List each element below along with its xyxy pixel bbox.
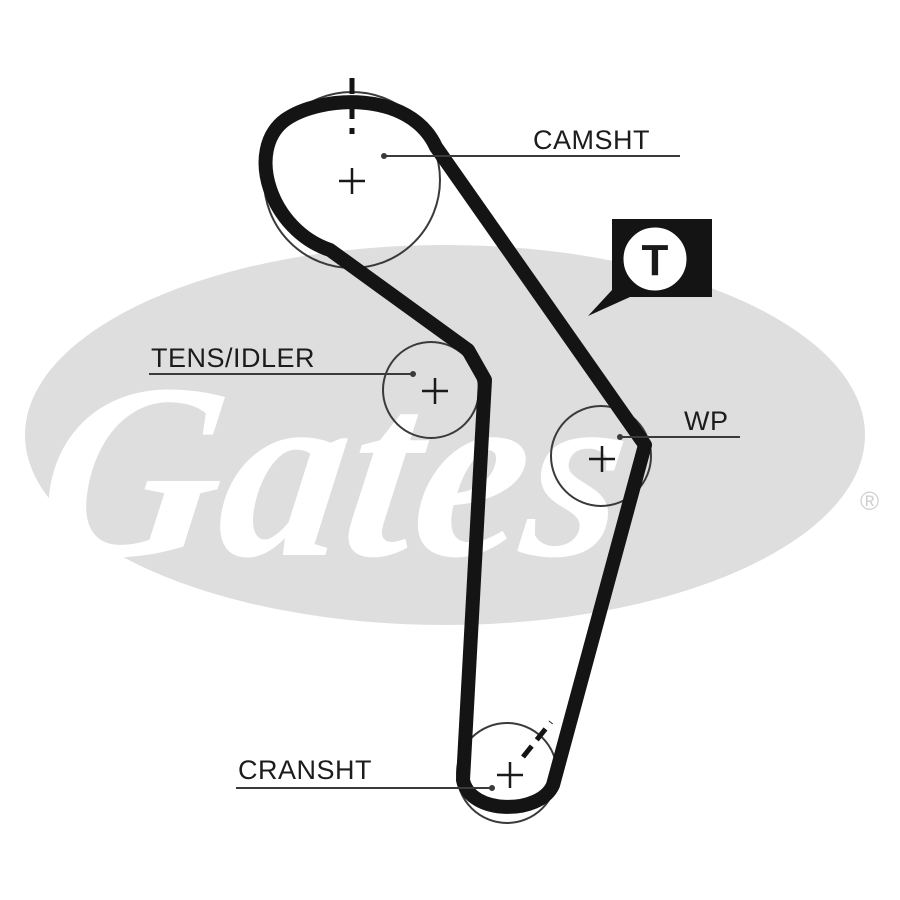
watermark-logo: Gates ® (24, 245, 879, 625)
timing-marks (349, 78, 553, 759)
watermark-ellipse (25, 245, 865, 625)
tool-badge-circle (620, 224, 690, 294)
tensioner-label: TENS/IDLER (151, 343, 315, 373)
water-pump-callout: WP (617, 406, 740, 440)
crankshaft-center-mark (497, 762, 523, 788)
tool-badge: T (588, 219, 712, 316)
water-pump-center-mark (589, 446, 615, 472)
tensioner-callout: TENS/IDLER (149, 343, 416, 377)
timing-belt (258, 95, 652, 814)
camshaft-center-mark (339, 168, 365, 194)
crankshaft-leader-dot (489, 785, 495, 791)
water-pump-pulley (550, 405, 652, 507)
camshaft-leader-dot (381, 153, 387, 159)
crankshaft-timing-mark (521, 720, 553, 759)
watermark-registered-mark: ® (860, 486, 879, 516)
water-pump-leader-dot (617, 434, 623, 440)
water-pump-label: WP (684, 406, 729, 436)
camshaft-label: CAMSHT (533, 125, 650, 155)
watermark-brand-text: Gates (24, 333, 646, 610)
center-marks (339, 168, 615, 788)
tensioner-center-mark (422, 378, 448, 404)
crankshaft-label: CRANSHT (238, 755, 372, 785)
camshaft-callout: CAMSHT (381, 125, 680, 159)
tool-badge-letter: T (642, 236, 669, 285)
tensioner-leader-dot (410, 371, 416, 377)
crankshaft-callout: CRANSHT (236, 755, 495, 791)
